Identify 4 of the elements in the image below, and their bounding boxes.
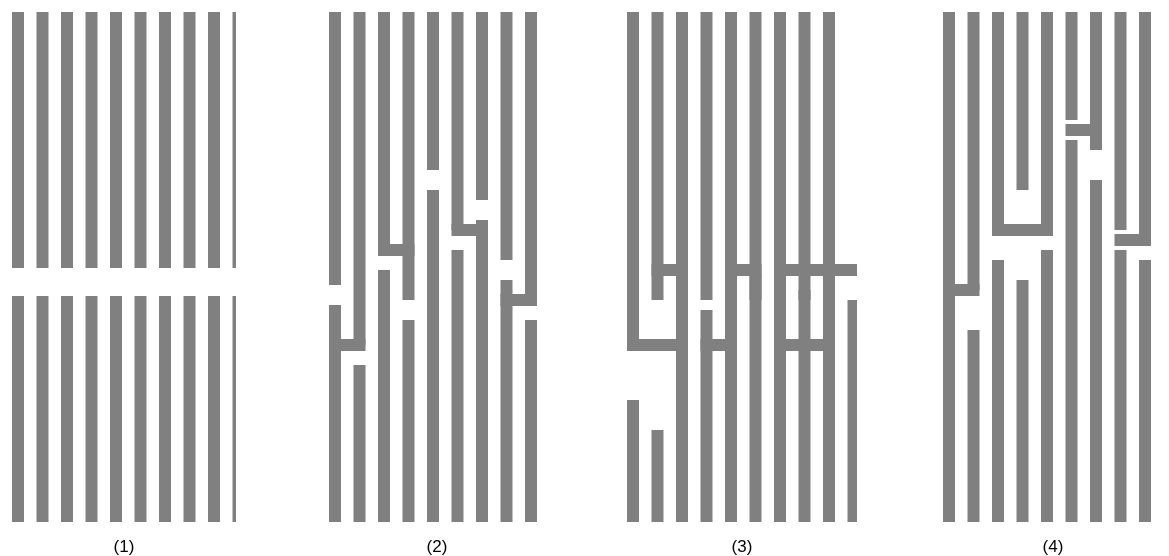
- panel-label: (4): [1042, 536, 1064, 556]
- panel-label: (2): [426, 536, 448, 556]
- panel-label: (3): [731, 536, 753, 556]
- panel-label: (1): [113, 536, 135, 556]
